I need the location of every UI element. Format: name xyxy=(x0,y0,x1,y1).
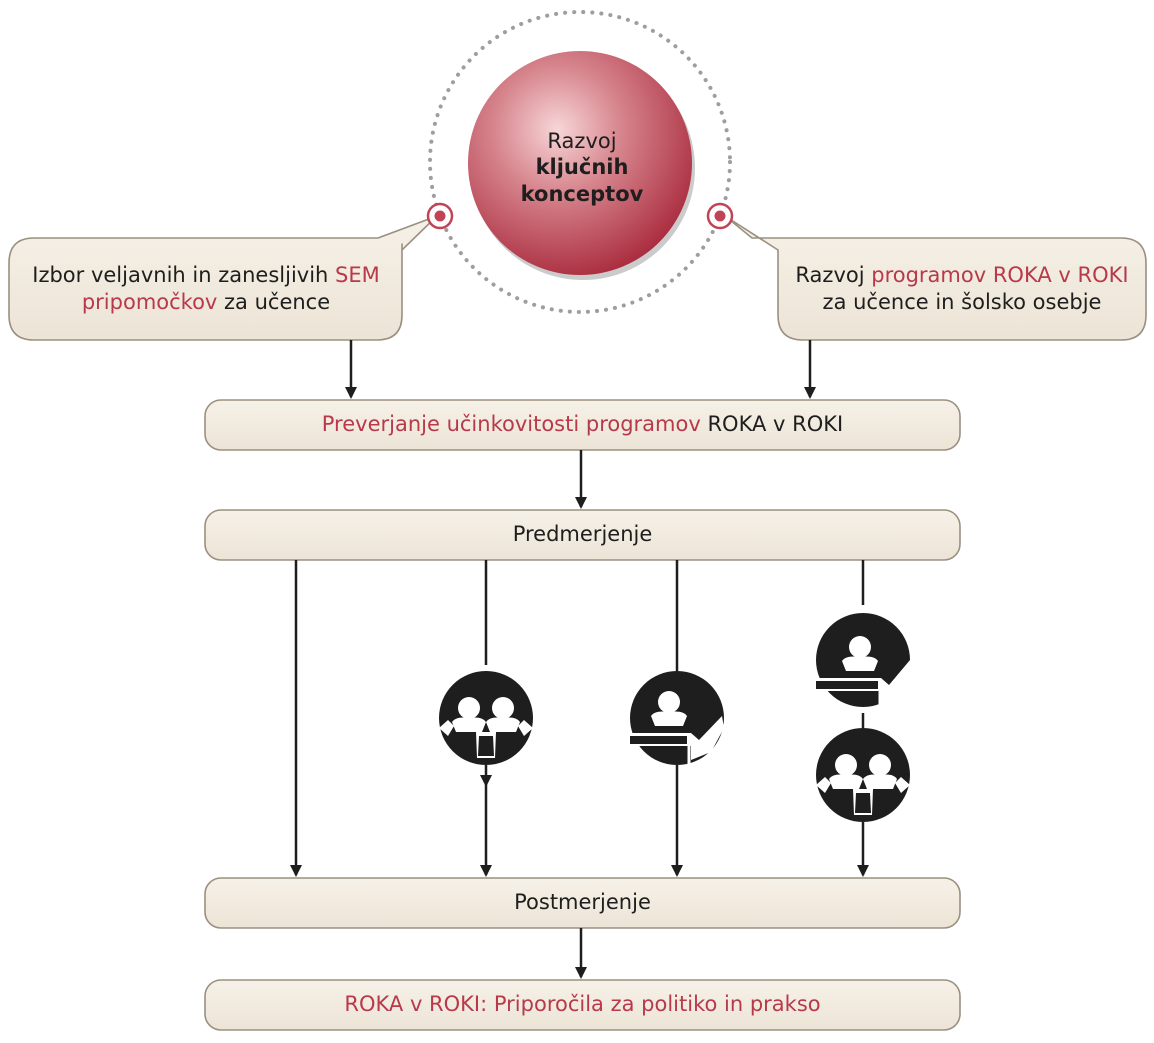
posttest-box-shape xyxy=(204,877,961,929)
evaluation-text-after: ROKA v ROKI xyxy=(700,412,844,437)
individual-intervention-icon xyxy=(630,671,724,765)
center-concept-label: Razvoj ključnih konceptov xyxy=(467,128,697,207)
right-bubble-label: Razvoj programov ROKA v ROKI za učence i… xyxy=(784,246,1140,332)
group-intervention-icon xyxy=(439,671,533,765)
dotted-ring xyxy=(428,10,732,314)
recommendations-box-label: ROKA v ROKI: Priporočila za politiko in … xyxy=(344,992,821,1017)
left-bubble-shape xyxy=(8,215,438,341)
group-intervention-icon xyxy=(816,728,910,822)
left-bubble-text-before: Izbor veljavnih in zanesljivih xyxy=(32,262,336,287)
left-bubble-label: Izbor veljavnih in zanesljivih SEM pripo… xyxy=(14,246,398,332)
center-concept-line2: ključnih xyxy=(535,155,629,180)
right-ring-marker xyxy=(706,202,734,230)
left-bubble-text-after: za učence xyxy=(217,290,331,314)
left-bubble-highlight: SEM pripomočkov xyxy=(81,262,380,314)
right-bubble-text-before: Razvoj xyxy=(795,262,872,287)
right-bubble-text-after: za učence in šolsko osebje xyxy=(822,290,1102,314)
individual-intervention-icon xyxy=(816,613,910,707)
pretest-box-shape xyxy=(204,509,961,561)
right-bubble-shape xyxy=(724,215,1147,341)
pretest-box-label: Predmerjenje xyxy=(512,522,653,547)
center-concept-line1: Razvoj xyxy=(547,129,617,153)
left-ring-marker xyxy=(426,202,454,230)
right-bubble-highlight: programov ROKA v ROKI xyxy=(871,262,1129,287)
evaluation-highlight: Preverjanje učinkovitosti programov xyxy=(321,412,701,437)
evaluation-box-label: Preverjanje učinkovitosti programov ROKA… xyxy=(205,400,960,450)
evaluation-box-shape xyxy=(204,399,961,451)
concept-circle xyxy=(468,51,692,275)
center-concept-line3: konceptov xyxy=(520,181,644,206)
recommendations-box-shape xyxy=(204,979,961,1031)
posttest-box-label: Postmerjenje xyxy=(514,890,651,915)
